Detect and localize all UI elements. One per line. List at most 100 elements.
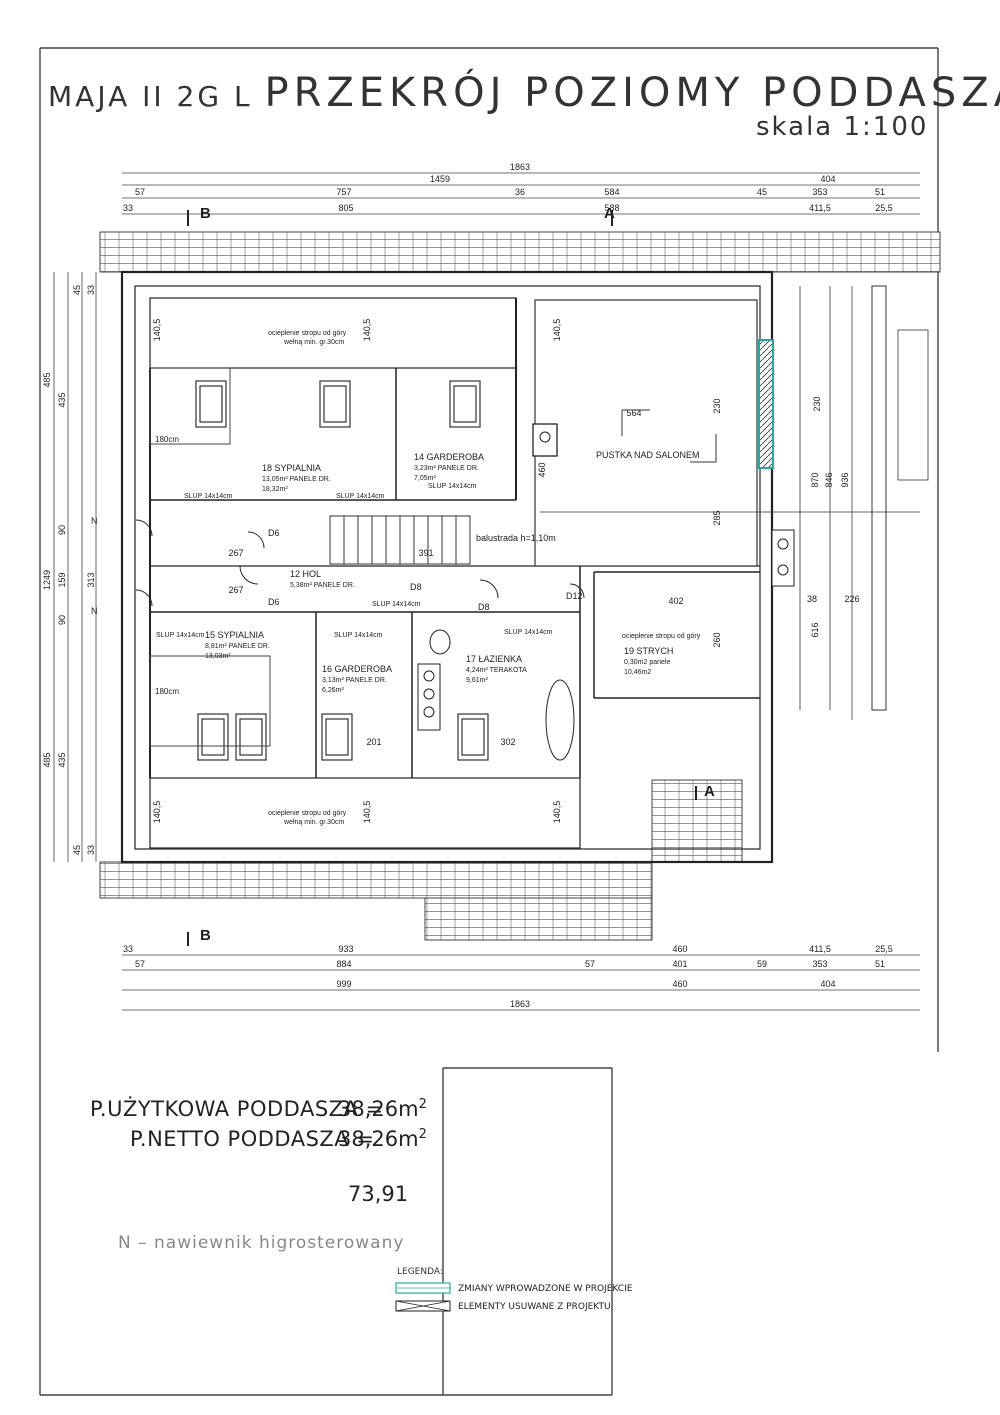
dimension-label: 33 <box>86 285 96 295</box>
dimension-label: 25,5 <box>875 203 893 213</box>
dimension-label: 1459 <box>430 174 450 184</box>
insulation-note-attic: ocieplenie stropu od góry <box>622 633 701 640</box>
room-area2-16: 6,26m² <box>322 687 344 694</box>
dimension-label: 159 <box>57 572 67 587</box>
room-area2-19: 10,46m2 <box>624 669 651 676</box>
dimension-label: 460 <box>537 462 547 477</box>
dimension-label: 1863 <box>510 162 530 172</box>
dimension-label: 36 <box>515 187 525 197</box>
insulation-note-bottom-2: wełną min. gr.30cm <box>283 819 344 826</box>
dimension-label: 140,5 <box>362 319 372 342</box>
dimension-label: 226 <box>844 594 859 604</box>
insulation-note-bottom: ocieplenie stropu od góry <box>268 810 347 817</box>
room-area-18: 13,05m² PANELE DR. <box>262 476 331 483</box>
dimension-label: 870 <box>810 472 820 487</box>
dimension-label: 45 <box>72 285 82 295</box>
dimension-label: 435 <box>57 752 67 767</box>
post-label: SLUP 14x14cm <box>504 629 553 636</box>
post-label: SLUP 14x14cm <box>336 493 385 500</box>
room-label-19: 19 STRYCH <box>624 646 673 656</box>
insulation-note-top-2: wełną min. gr.30cm <box>283 339 344 346</box>
dimension-label: 140,5 <box>552 319 562 342</box>
dimension-label: 999 <box>336 979 351 989</box>
modified-wall <box>758 339 774 469</box>
dimension-label: 485 <box>42 752 52 767</box>
dimension-label: 402 <box>668 596 683 606</box>
legend-item-removed: ELEMENTY USUWANE Z PROJEKTU <box>458 1302 611 1312</box>
drawing-title: MAJA II 2G L PRZEKRÓJ POZIOMY PODDASZA <box>48 70 1000 116</box>
section-mark-b: B <box>200 927 211 944</box>
dimension-label: 933 <box>338 944 353 954</box>
dimension-label: 267 <box>228 585 243 595</box>
dimension-label: 45 <box>757 187 767 197</box>
dimension-label: 805 <box>338 203 353 213</box>
vent-note: N – nawiewnik higrosterowany <box>118 1233 405 1253</box>
total-area: 73,91 <box>348 1182 409 1206</box>
dimension-label: 1863 <box>510 999 530 1009</box>
dimension-label: 757 <box>336 187 351 197</box>
vent-mark: N <box>91 606 98 616</box>
room-area-14: 3,23m² PANELE DR. <box>414 465 479 472</box>
usable-area-value: 38,26m2 <box>338 1097 427 1121</box>
dimension-label: 588 <box>604 203 619 213</box>
legend-item-changes: ZMIANY WPROWADZONE W PROJEKCIE <box>458 1284 633 1294</box>
dimension-label: 616 <box>810 622 820 637</box>
drawing-heading: PRZEKRÓJ POZIOMY PODDASZA <box>264 70 1000 116</box>
room-area-16: 3,13m² PANELE DR. <box>322 677 387 684</box>
room-area-17: 4,24m² TERAKOTA <box>466 667 527 674</box>
door-label: D8 <box>410 582 422 592</box>
dimension-label: 57 <box>135 959 145 969</box>
roof-edge-bottom <box>99 861 653 899</box>
bathtub <box>545 679 575 761</box>
dimension-label: 59 <box>757 959 767 969</box>
post-label: SLUP 14x14cm <box>156 632 205 639</box>
post-label: SLUP 14x14cm <box>372 601 421 608</box>
roof-edge-top <box>99 231 941 273</box>
dimension-label: 140,5 <box>152 801 162 824</box>
floor-plan: 186314594045775736584453535133805588411,… <box>42 162 941 1011</box>
void-area <box>534 299 758 567</box>
beam <box>871 285 887 711</box>
dimension-label: 936 <box>840 472 850 487</box>
room-label-17: 17 ŁAZIENKA <box>466 654 522 664</box>
inner-wall <box>134 285 761 850</box>
dimension-label: 404 <box>820 174 835 184</box>
drawing-scale: skala 1:100 <box>756 112 929 142</box>
dimension-label: 411,5 <box>809 203 831 213</box>
knee-wall-bottom <box>149 777 581 849</box>
door-label: D12 <box>566 591 583 601</box>
chimney <box>532 423 558 457</box>
dimension-label: 90 <box>57 525 67 535</box>
dimension-label: 230 <box>812 396 822 411</box>
bath-fixture <box>417 663 441 731</box>
dimension-label: 230 <box>712 398 722 413</box>
dimension-label: 201 <box>366 737 381 747</box>
room-area2-15: 13,03m² <box>205 653 231 660</box>
dimension-label: 846 <box>824 472 834 487</box>
dimension-label: 285 <box>712 510 722 525</box>
dimension-label: 353 <box>812 187 827 197</box>
room-area-19: 0,30m2 panele <box>624 659 670 666</box>
room-area2-18: 18,32m² <box>262 486 288 493</box>
dimension-label: 302 <box>500 737 515 747</box>
roof-edge-bottom-2 <box>424 897 653 941</box>
dimension-label: 435 <box>57 392 67 407</box>
room-area-12: 5,38m² PANELE DR. <box>290 582 355 589</box>
staircase <box>329 515 471 565</box>
room-area2-14: 7,05m² <box>414 475 436 482</box>
dimension-label: 25,5 <box>875 944 893 954</box>
dimension-label: 57 <box>585 959 595 969</box>
dimension-label: 401 <box>672 959 687 969</box>
toilet <box>429 629 451 655</box>
section-mark-a: A <box>604 205 615 222</box>
dimension-label: 33 <box>123 203 133 213</box>
post-label: SLUP 14x14cm <box>334 632 383 639</box>
door-label: D6 <box>268 597 280 607</box>
void-label: PUSTKA NAD SALONEM <box>596 450 700 460</box>
dimension-label: 460 <box>672 979 687 989</box>
door-label: D8 <box>478 602 490 612</box>
dimension-label: 51 <box>875 187 885 197</box>
usable-area-label: P.UŻYTKOWA PODDASZA = <box>90 1097 384 1121</box>
net-area-label: P.NETTO PODDASZA = <box>130 1127 375 1151</box>
dimension-label: 38 <box>807 594 817 604</box>
